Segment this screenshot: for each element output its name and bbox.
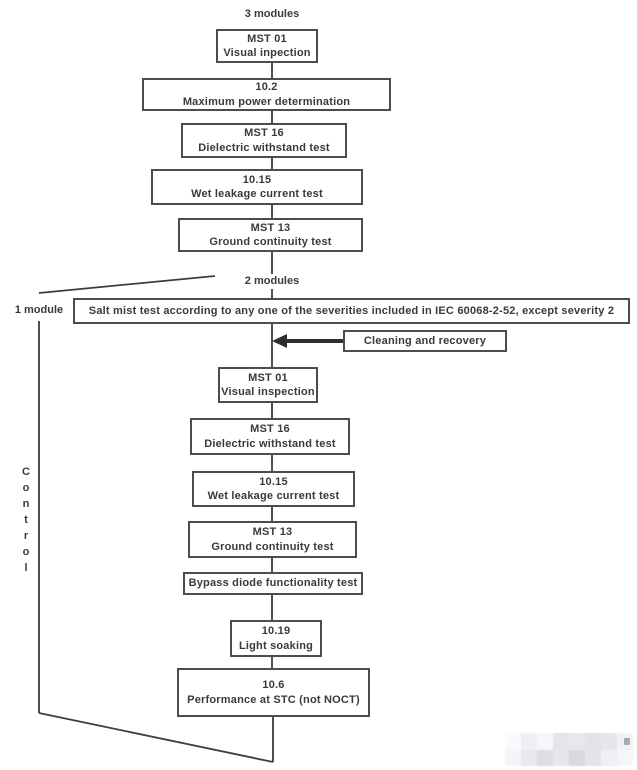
node-label: Dielectric withstand test	[204, 437, 336, 450]
node-code: 10.15	[242, 173, 272, 186]
watermark-cell	[537, 749, 553, 766]
watermark-cell	[537, 733, 553, 750]
node-ground-continuity-initial: MST 13 Ground continuity test	[178, 218, 363, 252]
node-label: Light soaking	[238, 639, 314, 652]
node-ground-continuity-post: MST 13 Ground continuity test	[188, 521, 357, 558]
label-two-modules: 2 modules	[244, 275, 300, 287]
node-code: 10.6	[262, 679, 285, 692]
node-salt-mist-test: Salt mist test according to any one of t…	[73, 298, 630, 324]
node-label: Salt mist test according to any one of t…	[88, 304, 615, 317]
watermark-cell	[521, 733, 537, 750]
node-code: 10.2	[255, 81, 278, 94]
node-label: Ground continuity test	[211, 540, 334, 553]
label-one-module: 1 module	[14, 304, 64, 316]
branch-diagonal-top	[38, 275, 216, 294]
watermark-cell	[505, 749, 521, 766]
node-wet-leakage-initial: 10.15 Wet leakage current test	[151, 169, 363, 205]
watermark-cell	[601, 749, 617, 766]
node-light-soaking: 10.19 Light soaking	[230, 620, 322, 657]
node-label: Maximum power determination	[182, 95, 351, 108]
node-label: Wet leakage current test	[207, 490, 340, 502]
node-code: 10.15	[259, 475, 288, 488]
node-max-power-determination: 10.2 Maximum power determination	[142, 78, 391, 111]
node-performance-stc: 10.6 Performance at STC (not NOCT)	[177, 668, 370, 717]
branch-diagonal-bottom	[38, 712, 274, 763]
node-label: Cleaning and recovery	[363, 334, 487, 347]
node-label: Performance at STC (not NOCT)	[187, 693, 360, 706]
node-label: Bypass diode functionality test	[188, 577, 358, 590]
cleaning-arrow	[272, 334, 343, 348]
watermark-cell	[601, 733, 617, 750]
node-label: Wet leakage current test	[191, 188, 323, 200]
node-code: 10.19	[261, 625, 291, 638]
watermark-cell	[569, 749, 585, 766]
node-label: Dielectric withstand test	[198, 141, 330, 154]
label-control: Control	[20, 466, 32, 578]
node-bypass-diode-test: Bypass diode functionality test	[183, 572, 363, 595]
cleaning-arrow-head-icon	[272, 334, 287, 348]
watermark-cell	[585, 733, 601, 750]
node-dielectric-withstand-post: MST 16 Dielectric withstand test	[190, 418, 350, 455]
watermark-cell	[585, 749, 601, 766]
node-code: MST 13	[250, 221, 291, 234]
watermark-cell	[505, 733, 521, 750]
watermark-cell	[569, 733, 585, 750]
node-code: MST 01	[248, 371, 288, 384]
node-code: MST 13	[252, 526, 293, 539]
node-dielectric-withstand-initial: MST 16 Dielectric withstand test	[181, 123, 347, 158]
node-code: MST 16	[250, 423, 290, 436]
node-code: MST 01	[247, 32, 287, 45]
blurred-watermark	[505, 733, 633, 766]
node-code: MST 16	[244, 127, 284, 140]
node-cleaning-recovery: Cleaning and recovery	[343, 330, 507, 352]
label-three-modules: 3 modules	[244, 8, 300, 20]
watermark-cell	[553, 733, 569, 750]
node-wet-leakage-post: 10.15 Wet leakage current test	[192, 471, 355, 507]
node-label: Visual inpection	[223, 47, 311, 59]
watermark-speck	[624, 738, 630, 745]
node-label: Visual inspection	[221, 386, 315, 398]
watermark-cell	[617, 749, 633, 766]
node-label: Ground continuity test	[209, 236, 332, 248]
watermark-cell	[553, 749, 569, 766]
node-visual-inspection-post: MST 01 Visual inspection	[218, 367, 318, 403]
watermark-cell	[521, 749, 537, 766]
node-visual-inspection-initial: MST 01 Visual inpection	[216, 29, 318, 63]
